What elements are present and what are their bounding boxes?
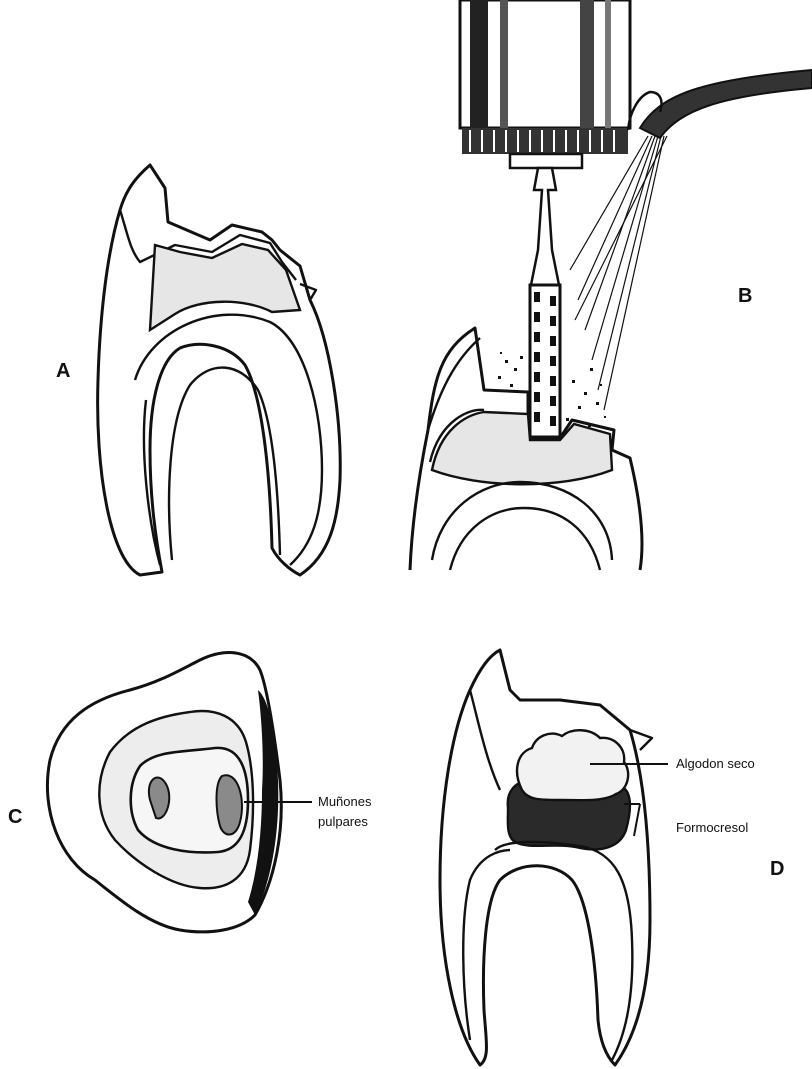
panel-b-label: B <box>738 285 752 307</box>
panel-d-label: D <box>770 858 784 880</box>
panel-d-callout-formocresol: Formocresol <box>676 820 748 835</box>
panel-c-label: C <box>8 806 22 828</box>
panel-b-tooth <box>410 328 642 570</box>
panel-d-callout-cotton: Algodon seco <box>676 756 755 771</box>
panel-a-label: A <box>56 360 70 382</box>
panel-b-handpiece <box>460 0 630 437</box>
panel-c-occlusal-view <box>47 653 312 932</box>
panel-c-callout-line1: Muñones <box>318 794 372 809</box>
panel-c-callout-line2: pulpares <box>318 814 368 829</box>
panel-a-tooth <box>98 165 341 575</box>
panel-d-tooth <box>440 650 668 1065</box>
